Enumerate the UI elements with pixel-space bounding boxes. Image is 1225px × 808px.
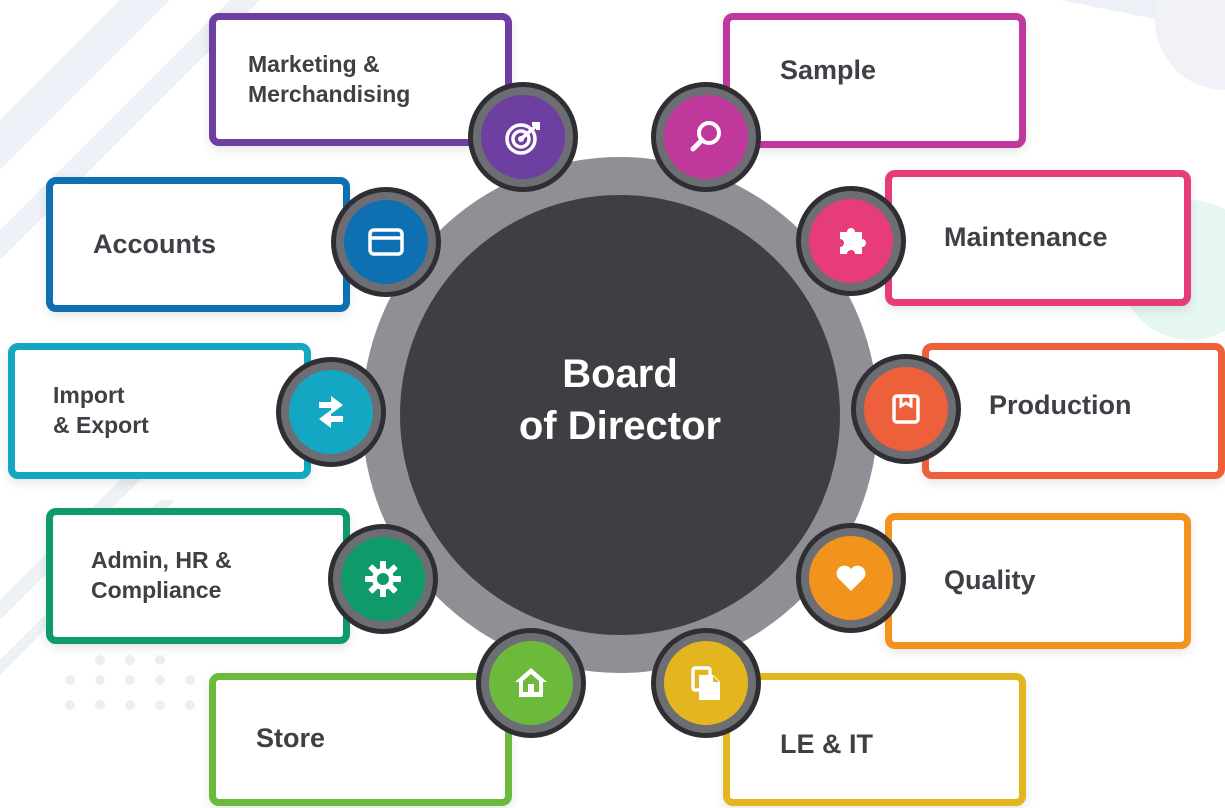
box-icon bbox=[892, 394, 920, 424]
quality-badge[interactable] bbox=[796, 523, 906, 633]
production-label: Production bbox=[989, 390, 1132, 421]
store-badge[interactable] bbox=[476, 628, 586, 738]
magnifier-icon bbox=[690, 121, 721, 152]
maintenance-label: Maintenance bbox=[944, 222, 1108, 253]
le-it-badge[interactable] bbox=[651, 628, 761, 738]
board-of-director-circle: Board of Director bbox=[400, 195, 840, 635]
center-title-line1: Board bbox=[562, 352, 678, 396]
center-title-line2: of Director bbox=[518, 404, 722, 448]
import-export-label-line1: Import bbox=[53, 382, 125, 409]
sample-label: Sample bbox=[780, 54, 877, 85]
credit-card-icon bbox=[368, 228, 404, 256]
admin-hr-badge[interactable] bbox=[328, 524, 438, 634]
center-title: Board of Director bbox=[519, 348, 721, 452]
target-icon bbox=[505, 122, 540, 155]
production-box[interactable]: Production bbox=[922, 343, 1225, 479]
marketing-label-line2: Merchandising bbox=[248, 80, 411, 107]
admin-hr-label: Admin, HR & Compliance bbox=[91, 546, 232, 606]
admin-hr-label-line2: Compliance bbox=[91, 577, 222, 603]
maintenance-box[interactable]: Maintenance bbox=[885, 170, 1191, 306]
marketing-box[interactable]: Marketing & Merchandising bbox=[209, 13, 512, 146]
marketing-badge[interactable] bbox=[468, 82, 578, 192]
le-it-box[interactable]: LE & IT bbox=[723, 673, 1026, 806]
accounts-label: Accounts bbox=[93, 228, 217, 259]
accounts-box[interactable]: Accounts bbox=[46, 177, 350, 312]
home-icon bbox=[515, 668, 547, 697]
documents-icon bbox=[691, 666, 720, 700]
quality-label: Quality bbox=[944, 565, 1036, 596]
production-badge[interactable] bbox=[851, 354, 961, 464]
le-it-label: LE & IT bbox=[780, 728, 873, 759]
sample-box[interactable]: Sample bbox=[723, 13, 1026, 148]
quality-box[interactable]: Quality bbox=[885, 513, 1191, 649]
import-export-box[interactable]: Import & Export bbox=[8, 343, 311, 479]
sample-badge[interactable] bbox=[651, 82, 761, 192]
import-export-label: Import & Export bbox=[53, 381, 149, 441]
marketing-label: Marketing & Merchandising bbox=[248, 50, 410, 110]
marketing-label-line1: Marketing & bbox=[248, 50, 380, 77]
gear-icon bbox=[365, 561, 401, 597]
admin-hr-label-line1: Admin, HR & bbox=[91, 547, 232, 574]
store-label: Store bbox=[256, 722, 326, 753]
store-box[interactable]: Store bbox=[209, 673, 512, 806]
transfer-arrows-icon bbox=[319, 396, 343, 428]
import-export-label-line2: & Export bbox=[53, 412, 149, 438]
heart-icon bbox=[836, 565, 866, 591]
import-export-badge[interactable] bbox=[276, 357, 386, 467]
maintenance-badge[interactable] bbox=[796, 186, 906, 296]
puzzle-icon bbox=[840, 228, 866, 254]
accounts-badge[interactable] bbox=[331, 187, 441, 297]
admin-hr-box[interactable]: Admin, HR & Compliance bbox=[46, 508, 350, 644]
